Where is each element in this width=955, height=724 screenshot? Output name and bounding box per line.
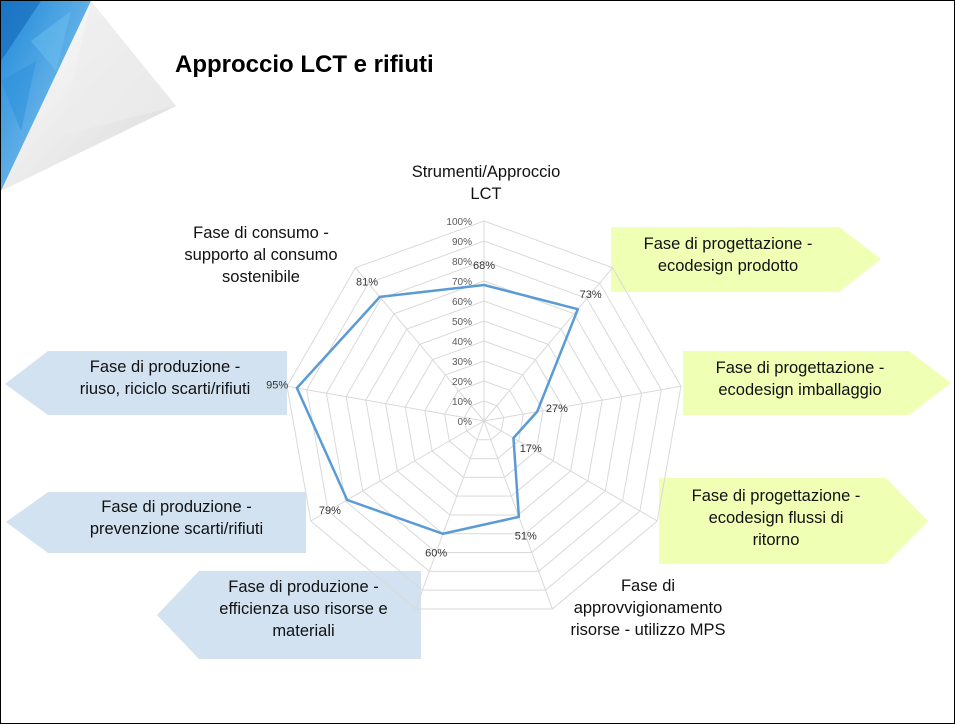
- grid-ring: [345, 280, 623, 554]
- grid-spoke: [355, 267, 485, 422]
- tick-label: 10%: [452, 397, 472, 408]
- grid-ring: [325, 260, 643, 572]
- label-arrow-riuso: [5, 351, 287, 415]
- grid-ring: [463, 400, 505, 441]
- grid-spoke: [483, 385, 682, 422]
- grid-spoke: [483, 420, 658, 522]
- label-shapes: [5, 227, 951, 659]
- grid-spoke: [286, 385, 485, 422]
- category-label-consumo: Fase di consumo - supporto al consumo sost…: [151, 222, 371, 288]
- category-label-line: sostenibile: [222, 268, 300, 286]
- data-label: 81%: [356, 277, 378, 289]
- grid-spoke: [483, 267, 613, 422]
- label-arrow-ecodesign-prodotto: [611, 227, 881, 292]
- category-label-prevenzione: Fase di produzione - prevenzione scarti/r…: [49, 496, 304, 540]
- data-label: 95%: [266, 380, 288, 392]
- category-label-line: Fase di consumo -: [193, 224, 329, 242]
- tick-label: 90%: [452, 237, 472, 248]
- category-label-line: supporto al consumo: [184, 246, 338, 264]
- data-label: 79%: [319, 505, 341, 517]
- category-label-line: prevenzione scarti/rifiuti: [89, 520, 264, 538]
- tick-label: 100%: [446, 217, 472, 228]
- radar-tick-labels: 0% 10% 20% 30% 40% 50% 60% 70% 80% 90% 100%: [446, 217, 472, 428]
- tick-label: 50%: [452, 317, 472, 328]
- category-label-line: Fase di progettazione -: [691, 487, 861, 505]
- category-label-line: materiali: [272, 622, 335, 640]
- category-label-line: ecodesign imballaggio: [718, 381, 882, 399]
- grid-spoke: [310, 420, 485, 522]
- tick-label: 40%: [452, 337, 472, 348]
- grid-ring: [444, 380, 524, 460]
- category-label-line: risorse - utilizzo MPS: [570, 621, 726, 639]
- label-arrow-efficienza: [157, 571, 421, 659]
- category-label-line: ecodesign flussi di: [708, 509, 844, 527]
- category-label-line: Fase di produzione -: [101, 498, 252, 516]
- radar-grid: [286, 220, 682, 610]
- grid-ring: [286, 220, 682, 610]
- category-label-efficienza: Fase di produzione - efficienza uso risor…: [186, 576, 421, 642]
- category-label-line: efficienza uso risorse e: [219, 600, 388, 618]
- tick-label: 70%: [452, 277, 472, 288]
- label-arrow-ecodesign-flussi: [659, 478, 928, 564]
- series-line: [295, 283, 580, 536]
- category-label-line: Fase di produzione -: [228, 578, 379, 596]
- radar-series: [295, 283, 580, 536]
- corner-decoration-graphic: [1, 1, 176, 191]
- grid-ring: [424, 360, 544, 478]
- category-label-line: riuso, riciclo scarti/rifiuti: [79, 380, 251, 398]
- radar-value-labels: 68% 73% 27% 17% 51% 60% 79% 95% 81%: [266, 260, 602, 560]
- grid-spoke: [415, 420, 485, 610]
- category-label-line: ecodesign prodotto: [657, 257, 799, 275]
- tick-label: 0%: [458, 417, 473, 428]
- category-label-ecodesign-flussi: Fase di progettazione - ecodesign flussi …: [661, 485, 891, 551]
- category-label-line: Fase di progettazione -: [643, 235, 813, 253]
- tick-label: 20%: [452, 377, 472, 388]
- category-label-line: Strumenti/Approccio: [411, 163, 561, 181]
- data-label: 27%: [546, 403, 568, 415]
- category-label-line: ritorno: [752, 531, 800, 549]
- category-label-line: Fase di progettazione -: [715, 359, 885, 377]
- category-label-line: Fase di: [620, 577, 676, 595]
- data-label: 73%: [580, 289, 602, 301]
- tick-label: 30%: [452, 357, 472, 368]
- category-label-riuso: Fase di produzione - riuso, riciclo scart…: [45, 356, 285, 400]
- grid-ring: [384, 320, 584, 516]
- category-label-approvvigionamento: Fase di approvvigionamento risorse - utili…: [548, 575, 748, 641]
- category-label-line: Fase di produzione -: [89, 358, 241, 376]
- data-label: 17%: [520, 443, 542, 455]
- label-arrow-ecodesign-imballaggio: [683, 351, 951, 415]
- slide-title: Approccio LCT e rifiuti: [175, 51, 434, 78]
- category-label-ecodesign-imballaggio: Fase di progettazione - ecodesign imballa…: [685, 357, 915, 401]
- tick-label: 80%: [452, 257, 472, 268]
- data-label: 60%: [425, 548, 447, 560]
- label-arrow-prevenzione: [6, 492, 306, 553]
- data-label: 51%: [515, 531, 537, 543]
- category-label-line: approvvigionamento: [573, 599, 723, 617]
- grid-ring: [306, 240, 662, 591]
- category-label-line: LCT: [470, 185, 502, 203]
- data-label: 68%: [473, 260, 495, 272]
- tick-label: 60%: [452, 297, 472, 308]
- category-label-ecodesign-prodotto: Fase di progettazione - ecodesign prodott…: [613, 233, 843, 277]
- grid-ring: [365, 300, 603, 535]
